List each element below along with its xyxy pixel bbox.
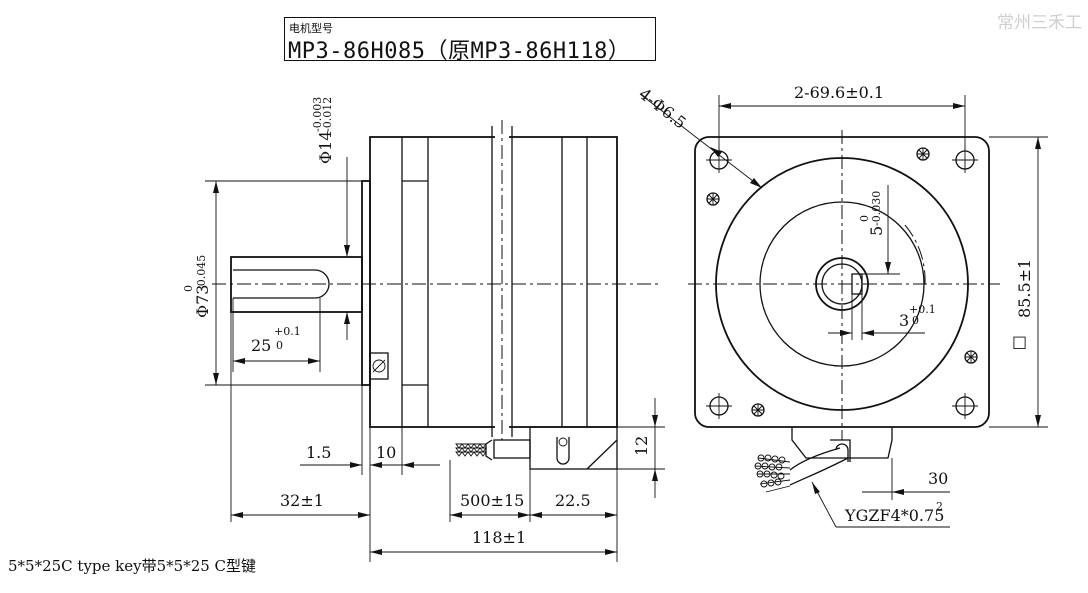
body-length-label: 118±1 xyxy=(472,528,526,547)
key-depth-tol-upper: +0.1 xyxy=(909,303,936,316)
key-depth-label: 3 xyxy=(899,311,909,330)
key-tol-lower: 0 xyxy=(276,339,283,352)
hole-spacing-label: 2-69.6±0.1 xyxy=(794,83,884,102)
square-size-label: 85.5±1 xyxy=(1015,259,1034,318)
connector xyxy=(529,426,618,470)
square-symbol: □ xyxy=(1012,332,1027,351)
mount-holes xyxy=(706,147,978,419)
shaft-dia-label: Φ14 xyxy=(316,131,335,164)
cable-offset-label: 30 xyxy=(928,469,948,488)
key-depth-tol-lower: 0 xyxy=(912,314,919,327)
flange-gap-label: 1.5 xyxy=(306,443,331,462)
watermark: 常州三禾工 xyxy=(997,13,1082,33)
cable-spec-label: YGZF4*0.75 xyxy=(844,506,944,525)
flange-thick-label: 10 xyxy=(376,443,396,462)
pilot-tol-lower: -0.045 xyxy=(195,255,208,290)
lead-length-label: 500±15 xyxy=(460,491,524,510)
key-width-label: 5 xyxy=(867,226,886,236)
key-length-label: 25 xyxy=(251,336,271,355)
model-label: 电机型号 xyxy=(289,22,333,35)
model-number: MP3-86H085（原MP3-86H118） xyxy=(288,39,631,64)
connector-length-label: 22.5 xyxy=(555,491,591,510)
key-width-tol-lower: -0.030 xyxy=(870,191,883,226)
cable-wires xyxy=(754,454,791,493)
front-view: 2-69.6±0.1 4-Φ6.5 5 0 -0.030 3 +0.1 0 85… xyxy=(636,83,1048,528)
key-width-tol-upper: 0 xyxy=(858,215,871,222)
pilot-tol-upper: 0 xyxy=(182,285,195,292)
key-tol-upper: +0.1 xyxy=(274,325,301,338)
pilot-dia-label: Φ73 xyxy=(193,285,212,318)
mount-holes-label: 4-Φ6.5 xyxy=(636,84,690,132)
side-view: Φ14 -0.003 -0.012 Φ73 0 -0.045 25 +0.1 0… xyxy=(182,97,665,562)
flange-face xyxy=(361,180,371,386)
shaft-tol-upper: -0.003 xyxy=(311,97,324,132)
cable-spec-sup: 2 xyxy=(936,500,943,513)
shaft-keyway xyxy=(233,269,330,299)
title-block: 电机型号 MP3-86H085（原MP3-86H118） xyxy=(284,17,656,64)
connector-height-label: 12 xyxy=(632,436,651,456)
shaft-tol-lower: -0.012 xyxy=(321,97,334,132)
key-note: 5*5*25C type key带5*5*25 C型键 xyxy=(8,557,257,575)
shaft-length-label: 32±1 xyxy=(280,491,324,510)
screws xyxy=(706,147,978,417)
